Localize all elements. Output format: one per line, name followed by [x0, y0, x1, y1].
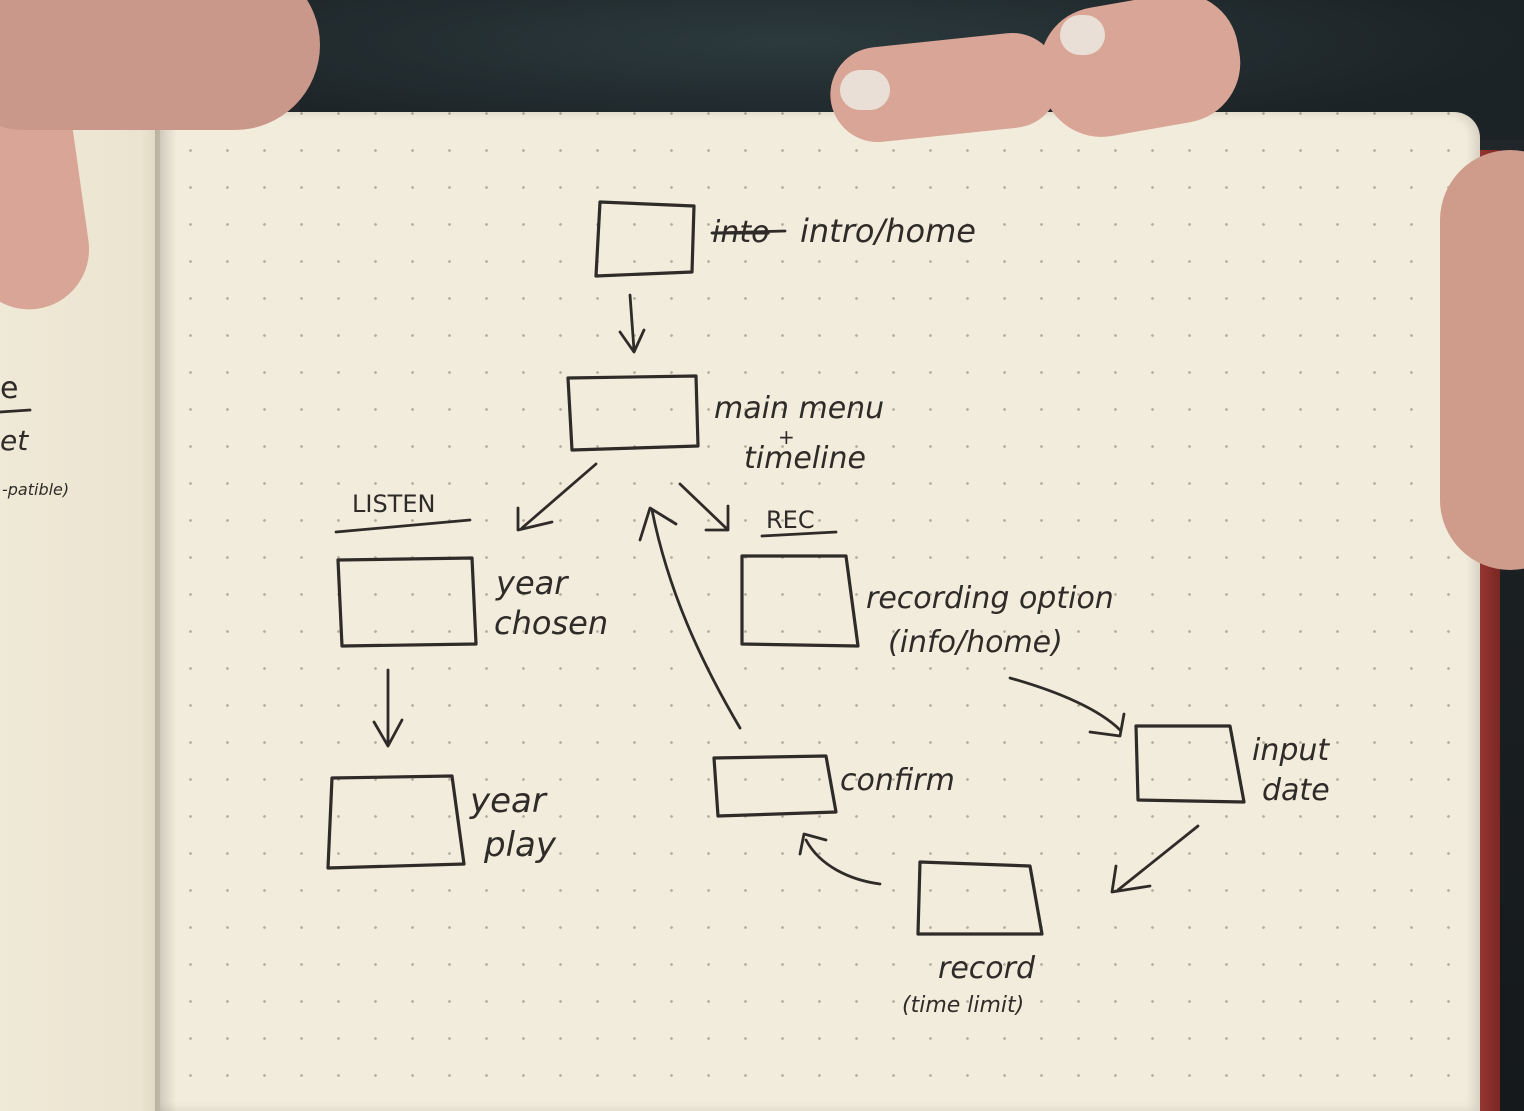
listen-heading: LISTEN: [352, 490, 435, 518]
recording-option-screen-box: [740, 554, 860, 648]
arrow-year-chosen-to-play: [372, 668, 404, 748]
arrow-input-date-to-record: [1110, 824, 1200, 894]
rec-heading: REC: [766, 506, 815, 534]
year-chosen-label-1: year: [495, 564, 569, 602]
plus-sign: +: [778, 425, 795, 449]
listen-underline: [334, 518, 472, 534]
strike-line: [710, 229, 787, 235]
year-chosen-label-2: chosen: [494, 604, 608, 642]
intro-screen-box: [594, 200, 696, 278]
recording-option-label-2: (info/home): [888, 625, 1063, 660]
left-page-fragment-3: -patible): [2, 480, 69, 499]
right-fingernail-1: [840, 70, 890, 110]
input-date-label-2: date: [1262, 773, 1330, 808]
left-page-fragment-2: et: [0, 424, 29, 457]
arrow-main-to-rec: [678, 482, 730, 532]
record-label-2: (time limit): [902, 993, 1024, 1018]
right-hand: [1440, 150, 1524, 570]
year-chosen-screen-box: [336, 556, 478, 648]
recording-option-label-1: recording option: [866, 581, 1114, 616]
record-screen-box: [916, 860, 1044, 936]
year-play-label-1: year: [469, 781, 548, 821]
record-label-1: record: [938, 951, 1036, 986]
timeline-label: timeline: [744, 441, 866, 476]
intro-label: intro/home: [800, 212, 976, 250]
confirm-label: confirm: [840, 763, 955, 798]
notebook-page: [160, 112, 1480, 1111]
left-page-underline: [0, 408, 32, 414]
main-menu-screen-box: [566, 374, 700, 452]
arrow-record-to-confirm: [798, 832, 882, 886]
year-play-screen-box: [326, 774, 466, 870]
rec-underline: [760, 530, 838, 538]
left-page-fragment-1: e: [0, 371, 18, 406]
arrow-main-to-year-chosen: [516, 462, 598, 532]
input-date-screen-box: [1134, 724, 1246, 804]
confirm-screen-box: [712, 754, 838, 818]
input-date-label-1: input: [1252, 733, 1330, 768]
notebook-gutter: [155, 120, 177, 1111]
arrow-intro-to-main: [618, 293, 646, 354]
arrow-rec-option-to-input-date: [1008, 676, 1126, 738]
right-fingernail-2: [1060, 15, 1105, 55]
year-play-label-2: play: [483, 825, 557, 865]
left-hand: [0, 0, 320, 130]
main-menu-label: main menu: [714, 391, 884, 426]
arrow-confirm-to-main: [638, 506, 742, 730]
